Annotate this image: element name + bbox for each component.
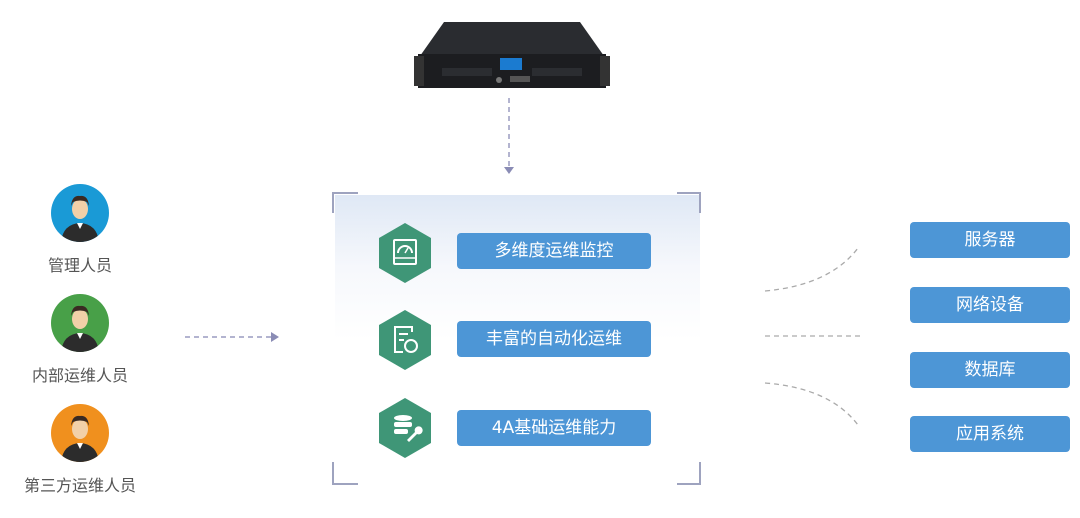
user-label: 第三方运维人员 xyxy=(23,476,136,495)
panel-corner-brackets xyxy=(332,192,701,485)
server-device-image xyxy=(414,22,610,88)
feature-automation: 丰富的自动化运维 xyxy=(457,321,651,357)
person-icon xyxy=(61,415,99,462)
user-admin: 管理人员 xyxy=(0,184,160,276)
user-internal-ops: 内部运维人员 xyxy=(0,294,160,386)
database-wrench-icon xyxy=(379,398,431,458)
avatar xyxy=(51,294,109,352)
person-icon xyxy=(61,305,99,352)
target-database: 数据库 xyxy=(910,352,1070,388)
user-label: 管理人员 xyxy=(47,256,112,275)
down-arrowhead xyxy=(504,167,514,174)
user-label: 内部运维人员 xyxy=(31,366,128,385)
curve-down xyxy=(764,382,859,426)
avatar xyxy=(51,404,109,462)
target-network-device: 网络设备 xyxy=(910,287,1070,323)
target-application-system: 应用系统 xyxy=(910,416,1070,452)
user-third-party-ops: 第三方运维人员 xyxy=(0,404,160,496)
right-arrowhead xyxy=(271,332,279,342)
monitor-gauge-icon xyxy=(379,223,431,283)
person-icon xyxy=(61,195,99,242)
avatar xyxy=(51,184,109,242)
target-server: 服务器 xyxy=(910,222,1070,258)
feature-4a-capability: 4A基础运维能力 xyxy=(457,410,651,446)
feature-monitoring: 多维度运维监控 xyxy=(457,233,651,269)
document-refresh-icon xyxy=(379,310,431,370)
curve-up xyxy=(764,247,859,292)
